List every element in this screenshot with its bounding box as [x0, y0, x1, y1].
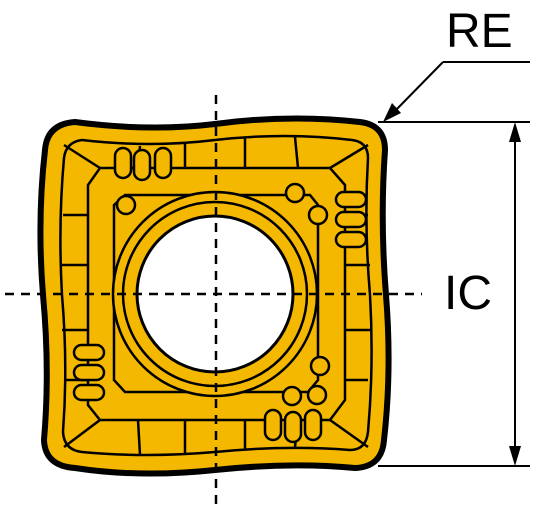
re-leader [383, 61, 530, 122]
re-label: RE [446, 5, 513, 58]
ic-label: IC [444, 267, 492, 320]
chip-breaker-bumps [72, 146, 368, 444]
insert-edge-band [59, 134, 373, 457]
center-lines [5, 95, 422, 505]
ic-dimension [378, 121, 530, 467]
